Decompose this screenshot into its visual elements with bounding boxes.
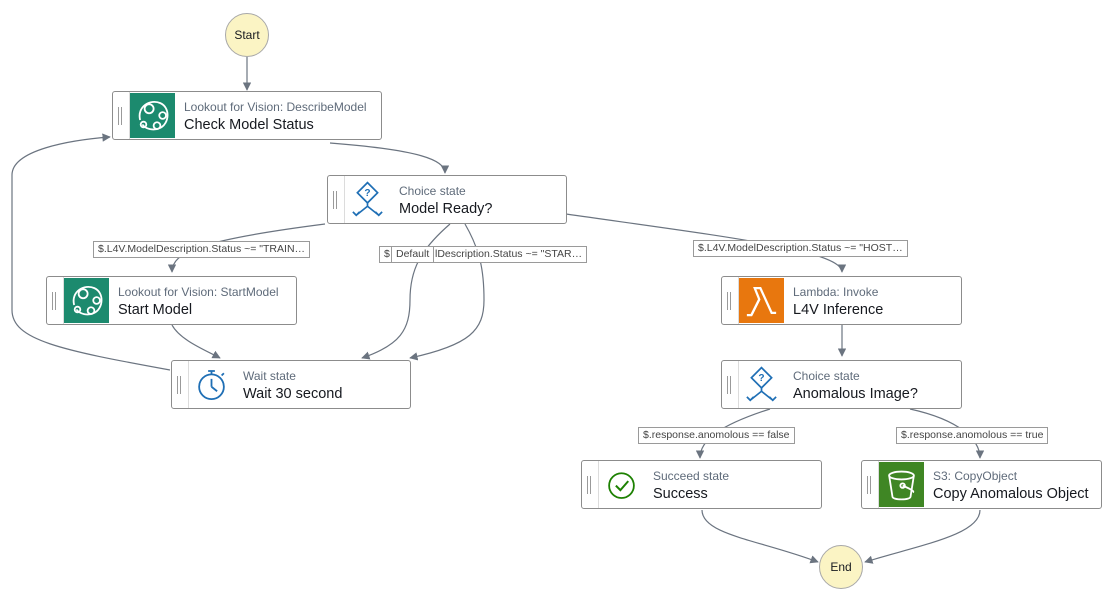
drag-handle[interactable] <box>47 277 64 324</box>
edge-success-to-end <box>701 509 819 564</box>
state-title: Copy Anomalous Object <box>933 486 1089 502</box>
state-anomalous-image[interactable]: ? Choice state Anomalous Image? <box>721 360 962 409</box>
end-node[interactable]: End <box>819 545 863 589</box>
state-service: Choice state <box>399 184 466 198</box>
state-l4v-inference[interactable]: Lambda: Invoke L4V Inference <box>721 276 962 325</box>
state-copy-anomalous-object[interactable]: S3: CopyObject Copy Anomalous Object <box>861 460 1102 509</box>
edge-label-anomalous-false[interactable]: $.response.anomolous == false <box>638 427 795 444</box>
state-title: Check Model Status <box>184 117 314 133</box>
state-service: Choice state <box>793 369 860 383</box>
state-start-model[interactable]: Lookout for Vision: StartModel Start Mod… <box>46 276 297 325</box>
drag-handle[interactable] <box>172 361 189 408</box>
state-model-ready[interactable]: ? Choice state Model Ready? <box>327 175 567 224</box>
edge-label-starting[interactable]: lDescription.Status ~= "STAR… <box>430 246 588 263</box>
state-service: Succeed state <box>653 469 730 483</box>
edge-label-default[interactable]: Default <box>391 246 435 263</box>
edge-label-hosted[interactable]: $.L4V.ModelDescription.Status ~= "HOST… <box>693 240 908 257</box>
state-check-model-status[interactable]: Lookout for Vision: DescribeModel Check … <box>112 91 382 140</box>
state-service: Lookout for Vision: StartModel <box>118 285 279 299</box>
edge-label-training[interactable]: $.L4V.ModelDescription.Status ~= "TRAIN… <box>93 241 311 258</box>
edge-startmodel-to-wait <box>171 324 221 359</box>
svg-text:?: ? <box>758 373 764 384</box>
drag-handle[interactable] <box>722 361 739 408</box>
state-title: Start Model <box>118 302 193 318</box>
drag-handle[interactable] <box>113 92 130 139</box>
choice-icon: ? <box>739 362 784 407</box>
state-title: Anomalous Image? <box>793 386 918 402</box>
drag-handle[interactable] <box>862 461 879 508</box>
lookout-for-vision-icon <box>64 278 109 323</box>
state-title: Wait 30 second <box>243 386 343 402</box>
edge-wait-to-check-loop <box>11 133 171 371</box>
s3-bucket-icon <box>879 462 924 507</box>
state-title: Success <box>653 486 708 502</box>
edge-modelready-to-wait-default <box>361 223 451 360</box>
end-label: End <box>830 560 852 574</box>
drag-handle[interactable] <box>722 277 739 324</box>
state-title: L4V Inference <box>793 302 884 318</box>
start-label: Start <box>234 28 260 42</box>
lookout-for-vision-icon <box>130 93 175 138</box>
state-title: Model Ready? <box>399 201 493 217</box>
svg-text:?: ? <box>364 188 370 199</box>
edge-label-anomalous-true[interactable]: $.response.anomolous == true <box>896 427 1049 444</box>
state-service: Wait state <box>243 369 296 383</box>
state-success[interactable]: Succeed state Success <box>581 460 822 509</box>
state-wait[interactable]: Wait state Wait 30 second <box>171 360 411 409</box>
lambda-icon <box>739 278 784 323</box>
check-circle-icon <box>599 462 644 507</box>
stopwatch-icon <box>189 362 234 407</box>
edge-modelready-to-wait-starting <box>409 223 485 361</box>
drag-handle[interactable] <box>328 176 345 223</box>
state-service: S3: CopyObject <box>933 469 1018 483</box>
drag-handle[interactable] <box>582 461 599 508</box>
edge-check-to-modelready <box>329 142 450 174</box>
edge-copy-to-end <box>864 509 981 564</box>
choice-icon: ? <box>345 177 390 222</box>
start-node[interactable]: Start <box>225 13 269 57</box>
state-service: Lookout for Vision: DescribeModel <box>184 100 367 114</box>
state-service: Lambda: Invoke <box>793 285 879 299</box>
